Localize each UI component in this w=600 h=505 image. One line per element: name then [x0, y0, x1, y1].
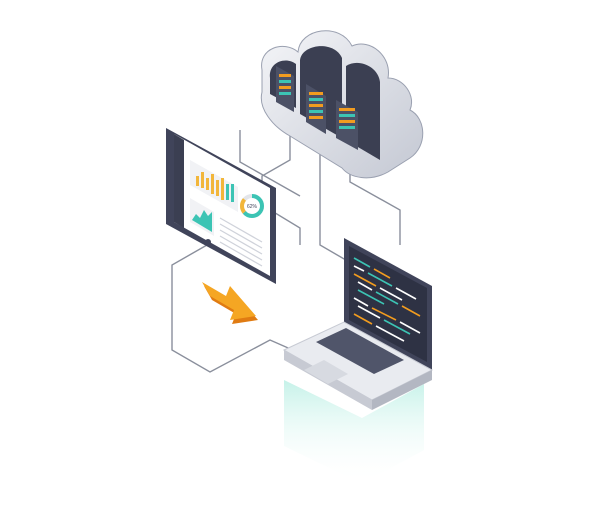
donut-chart-value: 62% — [247, 204, 258, 210]
bar-chart-widget — [190, 160, 238, 212]
server-rack — [336, 100, 358, 150]
table-widget — [219, 217, 263, 267]
keyboard — [316, 328, 404, 374]
dashboard-monitor: 62% — [166, 128, 276, 284]
server-rack — [306, 84, 326, 134]
transfer-arrow-icon — [202, 282, 258, 324]
cloud-server-icon — [260, 30, 424, 179]
laptop-glow — [284, 380, 424, 484]
code-lines — [353, 257, 421, 342]
trackpad — [304, 360, 348, 384]
laptop-code-editor — [282, 238, 434, 410]
donut-chart-widget: 62% — [240, 194, 264, 218]
server-rack — [276, 66, 294, 112]
